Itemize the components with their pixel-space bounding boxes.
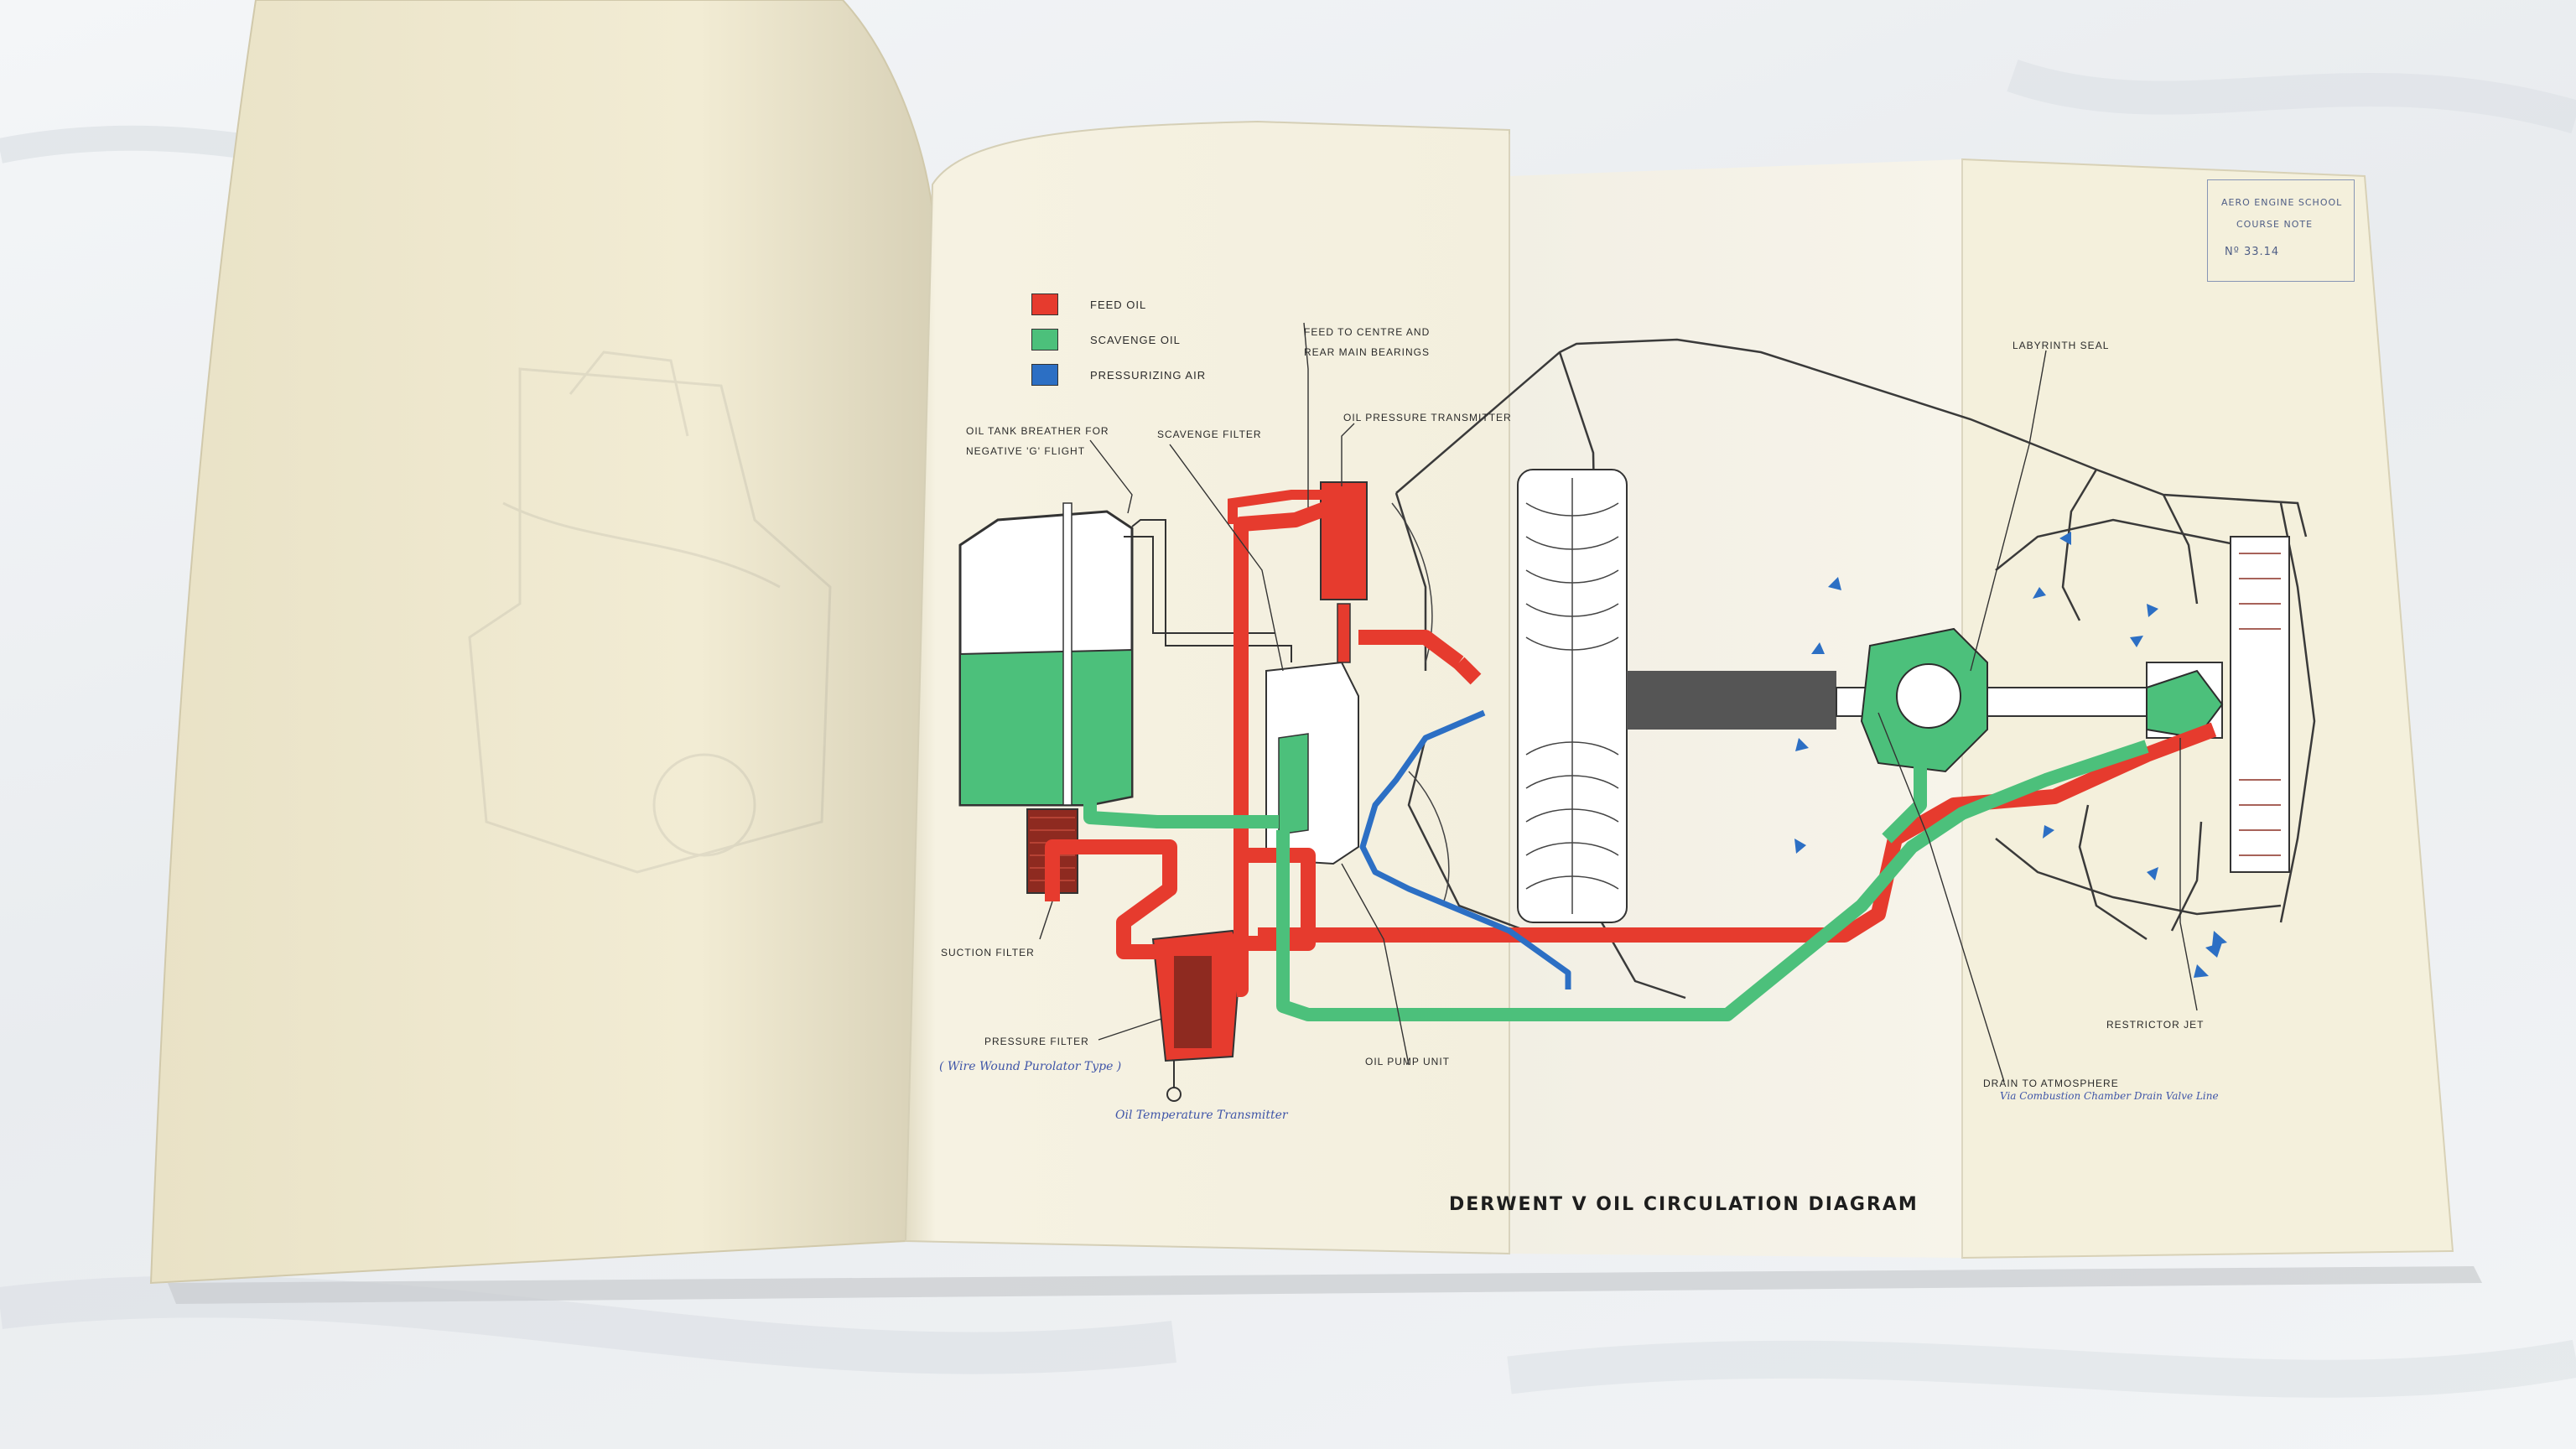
legend-swatch-scavenge-oil	[1031, 329, 1058, 351]
label-feed-to-centre: FEED TO CENTRE AND	[1304, 326, 1431, 338]
breather-pipes	[1124, 519, 1292, 662]
label-restrictor-jet: RESTRICTOR JET	[2106, 1019, 2205, 1031]
handwritten-pressure-filter-note: ( Wire Wound Purolator Type )	[939, 1060, 1122, 1073]
legend-swatch-feed-oil	[1031, 293, 1058, 315]
turbine-disc	[2230, 536, 2290, 873]
label-drain-to-atmosphere: DRAIN TO ATMOSPHERE	[1983, 1078, 2119, 1089]
label-suction-filter: SUCTION FILTER	[941, 947, 1035, 958]
stamp-number: Nº 33.14	[2225, 246, 2280, 258]
air-flow-arrows	[1794, 532, 2227, 978]
left-page	[149, 0, 934, 1285]
label-feed-to-centre-2: REAR MAIN BEARINGS	[1304, 346, 1431, 358]
label-oil-tank-breather-2: NEGATIVE 'G' FLIGHT	[966, 445, 1086, 457]
handwritten-oil-temp-note: Oil Temperature Transmitter	[1115, 1109, 1288, 1122]
rear-bearing-housing	[2146, 669, 2224, 740]
scavenge-oil-pipes	[1083, 740, 2149, 1021]
right-page	[904, 120, 1510, 1255]
label-pressure-filter: PRESSURE FILTER	[984, 1036, 1089, 1047]
course-note-stamp: AERO ENGINE SCHOOL COURSE NOTE Nº 33.14	[2207, 179, 2355, 282]
legend-label-scavenge-oil: SCAVENGE OIL	[1090, 334, 1181, 346]
label-leaders	[1039, 322, 2198, 1083]
label-labyrinth-seal: LABYRINTH SEAL	[2012, 340, 2110, 351]
main-shaft	[1627, 671, 1836, 730]
label-scavenge-filter: SCAVENGE FILTER	[1157, 428, 1262, 440]
stamp-line-1: AERO ENGINE SCHOOL	[2221, 197, 2343, 208]
stamp-line-2: COURSE NOTE	[2236, 219, 2314, 230]
label-oil-pump-unit: OIL PUMP UNIT	[1365, 1056, 1451, 1067]
pressurizing-air-pipes	[1359, 709, 1571, 989]
legend-label-feed-oil: FEED OIL	[1090, 299, 1147, 311]
legend-swatch-pressurizing-air	[1031, 364, 1058, 386]
label-oil-tank-breather: OIL TANK BREATHER FOR	[966, 425, 1109, 437]
handwritten-drain-note: Via Combustion Chamber Drain Valve Line	[2000, 1090, 2219, 1102]
diagram-title: DERWENT V OIL CIRCULATION DIAGRAM	[1449, 1194, 1919, 1215]
legend-label-pressurizing-air: PRESSURIZING AIR	[1090, 369, 1207, 382]
label-oil-pressure-transmitter: OIL PRESSURE TRANSMITTER	[1343, 412, 1512, 423]
